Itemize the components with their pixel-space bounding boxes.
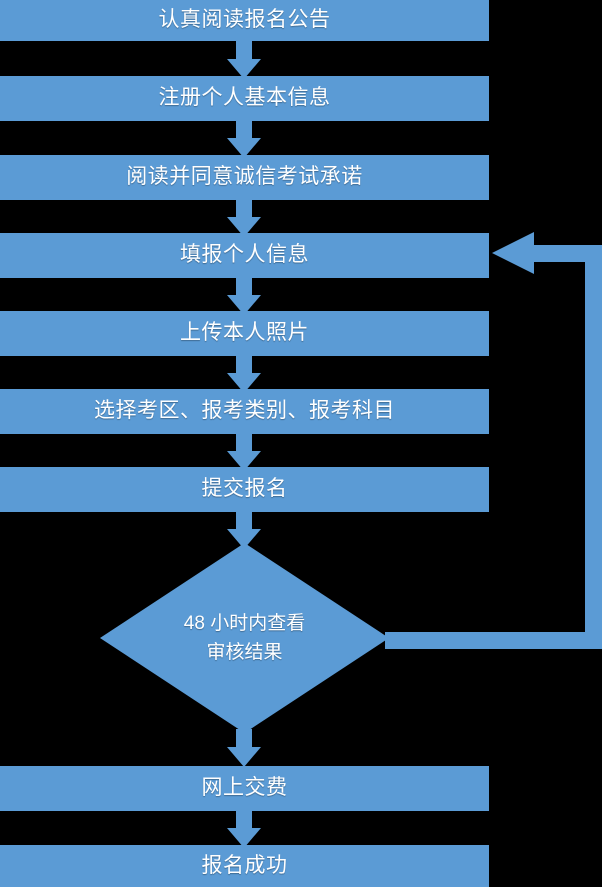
arrow-head-icon (227, 217, 261, 237)
arrow-head-icon (227, 295, 261, 315)
flow-node-fill-personal-info[interactable]: 填报个人信息 (0, 233, 489, 278)
flow-node-check-audit-result[interactable]: 48 小时内查看 审核结果 (100, 543, 389, 733)
arrow-shaft (236, 41, 252, 61)
arrow-head-icon (227, 451, 261, 471)
flow-node-select-exam-options[interactable]: 选择考区、报考类别、报考科目 (0, 389, 489, 434)
flow-node-register-basic-info[interactable]: 注册个人基本信息 (0, 76, 489, 121)
arrow-shaft (236, 355, 252, 375)
flow-node-submit-registration[interactable]: 提交报名 (0, 467, 489, 512)
flow-node-online-payment[interactable]: 网上交费 (0, 766, 489, 811)
flow-node-label: 上传本人照片 (180, 321, 309, 345)
arrow-shaft (236, 511, 252, 531)
feedback-loop-vertical-right (585, 245, 602, 635)
connector-arrow-1 (227, 41, 261, 79)
feedback-loop-arrow-head-icon (492, 232, 534, 274)
arrow-head-icon (227, 373, 261, 393)
flow-node-label: 网上交费 (201, 776, 288, 800)
connector-arrow-7 (227, 511, 261, 549)
arrow-head-icon (227, 828, 261, 848)
arrow-head-icon (227, 747, 261, 767)
feedback-loop-horizontal-bottom (385, 632, 602, 649)
connector-arrow-4 (227, 277, 261, 315)
connector-arrow-3 (227, 199, 261, 237)
flow-node-read-announcement[interactable]: 认真阅读报名公告 (0, 0, 489, 41)
connector-arrow-6 (227, 433, 261, 471)
connector-arrow-9 (227, 810, 261, 848)
diamond-shape (100, 543, 389, 733)
flow-node-upload-photo[interactable]: 上传本人照片 (0, 311, 489, 356)
arrow-shaft (236, 120, 252, 140)
arrow-shaft (236, 277, 252, 297)
arrow-head-icon (227, 59, 261, 79)
flow-node-agree-integrity-pledge[interactable]: 阅读并同意诚信考试承诺 (0, 155, 489, 200)
arrow-shaft (236, 199, 252, 219)
feedback-loop-horizontal-top (533, 245, 593, 262)
flow-node-label: 认真阅读报名公告 (158, 8, 331, 32)
connector-arrow-8 (227, 729, 261, 767)
flow-node-label: 填报个人信息 (180, 243, 309, 267)
flow-node-label: 提交报名 (201, 477, 288, 501)
arrow-shaft (236, 433, 252, 453)
arrow-shaft (236, 729, 252, 749)
arrow-head-icon (227, 529, 261, 549)
flow-node-label: 报名成功 (201, 853, 288, 877)
connector-arrow-5 (227, 355, 261, 393)
connector-arrow-2 (227, 120, 261, 158)
arrow-head-icon (227, 138, 261, 158)
flow-node-label: 阅读并同意诚信考试承诺 (126, 165, 363, 189)
flow-node-registration-success[interactable]: 报名成功 (0, 845, 489, 887)
arrow-shaft (236, 810, 252, 830)
flow-node-label: 选择考区、报考类别、报考科目 (94, 399, 395, 423)
flow-node-label: 注册个人基本信息 (158, 86, 331, 110)
